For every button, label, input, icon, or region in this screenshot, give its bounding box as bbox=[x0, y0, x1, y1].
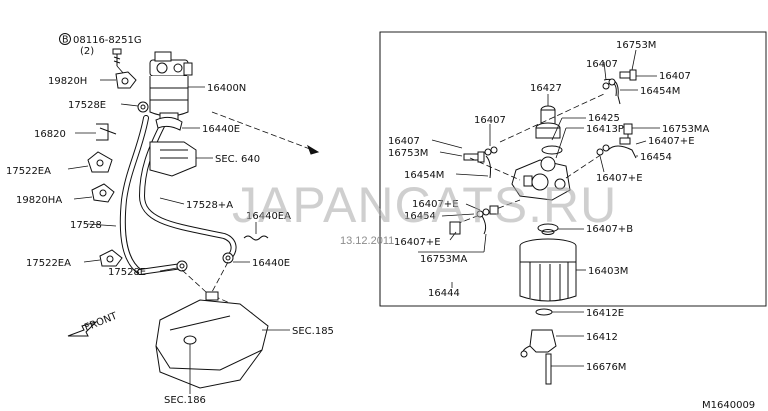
watermark-text: JAPANCATS.RU bbox=[232, 177, 617, 233]
clip-19820ha-icon bbox=[91, 183, 115, 203]
pipe-16454-right-icon bbox=[596, 137, 637, 159]
clip-19820h-icon bbox=[115, 71, 137, 89]
label-r-16753m-left: 16753M bbox=[388, 148, 428, 159]
bolt-spec-part: 08116-8251G bbox=[73, 35, 142, 46]
label-r-16454m-left: 16454M bbox=[404, 170, 444, 181]
label-17528: 17528 bbox=[70, 220, 102, 231]
pipe-16454m-left-icon bbox=[463, 146, 498, 179]
label-16440ea: 16440EA bbox=[246, 211, 291, 222]
bracket-16820-icon bbox=[96, 123, 117, 141]
clip-17522ea-bottom-icon bbox=[99, 249, 123, 267]
bolt-spec-circle bbox=[59, 33, 71, 45]
label-r-16407e-c: 16407+E bbox=[412, 199, 459, 210]
label-r-16413p: 16413P bbox=[586, 124, 624, 135]
label-sec185: SEC.185 bbox=[292, 326, 334, 337]
detail-arrow-icon bbox=[307, 144, 320, 155]
label-r-16753ma-bottom: 16753MA bbox=[420, 254, 467, 265]
filter-cartridge-16403m-icon bbox=[519, 238, 577, 302]
label-r-16407-a: 16407 bbox=[586, 59, 618, 70]
label-17522ea-top: 17522EA bbox=[6, 166, 51, 177]
label-16820: 16820 bbox=[34, 129, 66, 140]
clamp-17528e-bottom-icon bbox=[176, 260, 188, 272]
fuel-filter-housing-icon bbox=[149, 51, 193, 124]
label-r-16407-d: 16407 bbox=[388, 136, 420, 147]
label-r-16676m: 16676M bbox=[586, 362, 626, 373]
hose-16440ea-icon bbox=[243, 235, 269, 241]
diagram-code: M1640009 bbox=[702, 400, 755, 411]
label-r-16454m-top: 16454M bbox=[640, 86, 680, 97]
label-r-16753ma-right: 16753MA bbox=[662, 124, 709, 135]
label-19820h: 19820H bbox=[48, 76, 87, 87]
label-r-16753m-top: 16753M bbox=[616, 40, 656, 51]
clamp-16440e-bottom-icon bbox=[222, 252, 234, 264]
oring-16412e-icon bbox=[535, 308, 553, 316]
clamp-17528e-top-icon bbox=[137, 101, 149, 113]
label-r-16407b: 16407+B bbox=[586, 224, 633, 235]
label-r-16412e: 16412E bbox=[586, 308, 624, 319]
label-16440e-top: 16440E bbox=[202, 124, 240, 135]
clamp-16440e-top-icon bbox=[155, 116, 183, 131]
label-r-16407e-d: 16407+E bbox=[394, 237, 441, 248]
fuel-hose-icon bbox=[119, 115, 237, 275]
stud-16676m-icon bbox=[545, 353, 552, 385]
pipe-16454m-top-icon bbox=[602, 69, 637, 105]
label-r-16444: 16444 bbox=[428, 288, 460, 299]
label-r-16407-c: 16407 bbox=[474, 115, 506, 126]
bolt-icon bbox=[112, 48, 122, 66]
label-r-16427: 16427 bbox=[530, 83, 562, 94]
detail-filter-head-assembly bbox=[418, 49, 660, 385]
label-17528e-bottom: 17528E bbox=[108, 267, 146, 278]
label-sec186: SEC.186 bbox=[164, 395, 206, 406]
label-r-16454-b: 16454 bbox=[404, 211, 436, 222]
front-label: FRONT bbox=[83, 310, 120, 333]
seal-16407b-icon bbox=[537, 223, 559, 235]
label-sec640: SEC. 640 bbox=[215, 154, 260, 165]
label-19820ha: 19820HA bbox=[16, 195, 62, 206]
label-16400n: 16400N bbox=[207, 83, 246, 94]
label-r-16407e-a: 16407+E bbox=[648, 136, 695, 147]
priming-pump-16427-icon bbox=[535, 105, 561, 139]
watermark-date: 13.12.2011 bbox=[340, 235, 394, 247]
filter-head-body-icon bbox=[511, 156, 571, 201]
gasket-16425-icon bbox=[541, 145, 563, 155]
bracket-sec640-icon bbox=[149, 141, 197, 177]
label-17528e-top: 17528E bbox=[68, 100, 106, 111]
label-r-16407-b: 16407 bbox=[659, 71, 691, 82]
bolt-spec-qty: (2) bbox=[80, 46, 94, 57]
left-fuel-filter-assembly: B 08116-8251G (2) bbox=[6, 33, 334, 406]
label-r-16425: 16425 bbox=[588, 113, 620, 124]
clip-17522ea-top-icon bbox=[87, 151, 113, 173]
label-r-16412: 16412 bbox=[586, 332, 618, 343]
label-r-16454: 16454 bbox=[640, 152, 672, 163]
label-17528a: 17528+A bbox=[186, 200, 233, 211]
fuel-tank-icon bbox=[155, 291, 269, 389]
label-16440e-bottom: 16440E bbox=[252, 258, 290, 269]
sensor-16412-icon bbox=[520, 329, 557, 358]
bolt-spec-letter: B bbox=[62, 35, 69, 46]
label-17522ea-bottom: 17522EA bbox=[26, 258, 71, 269]
label-r-16407e-b: 16407+E bbox=[596, 173, 643, 184]
front-direction-arrow-icon bbox=[67, 320, 98, 337]
label-r-16403m: 16403M bbox=[588, 266, 628, 277]
